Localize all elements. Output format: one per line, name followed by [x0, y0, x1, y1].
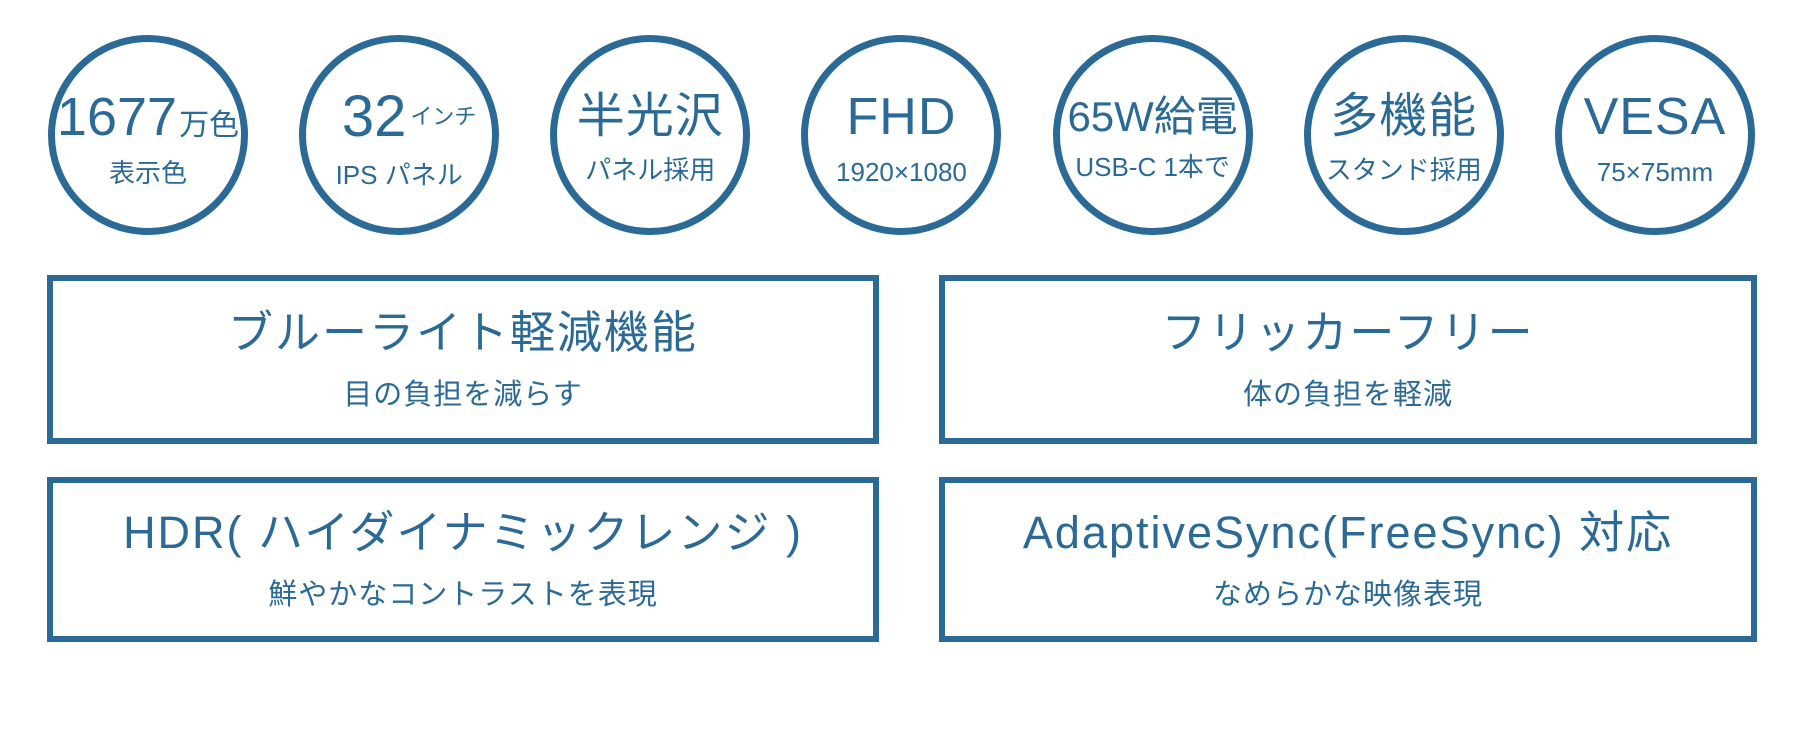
- feature-box-bluelight-title: ブルーライト軽減機能: [227, 306, 698, 358]
- badge-resolution-main: FHD: [847, 91, 957, 143]
- feature-box-adaptivesync-title: AdaptiveSync(FreeSync) 対応: [1022, 506, 1674, 558]
- badge-vesa-main: VESA: [1584, 91, 1727, 143]
- badge-display-colors: 1677 万色 表示色: [48, 35, 248, 235]
- badge-usb-power-sub: USB-C 1本で: [1075, 152, 1230, 182]
- badge-display-colors-unit: 万色: [179, 109, 240, 142]
- badge-screen-size-value: 32: [341, 84, 407, 149]
- badge-screen-size-unit: インチ: [410, 103, 477, 129]
- badge-panel-finish-main: 半光沢: [577, 93, 724, 141]
- badge-vesa: VESA 75×75mm: [1554, 35, 1755, 235]
- badge-usb-power-main: 65W給電: [1067, 96, 1237, 138]
- feature-box-hdr-subtitle: 鮮やかなコントラストを表現: [268, 578, 658, 611]
- badge-vesa-sub: 75×75mm: [1596, 157, 1714, 187]
- badge-usb-power-value: 65W給電: [1067, 93, 1238, 140]
- badge-stand-value: 多機能: [1330, 90, 1478, 143]
- feature-box-flickerfree-subtitle: 体の負担を軽減: [1242, 378, 1453, 411]
- badge-resolution-value: FHD: [846, 88, 957, 146]
- badge-resolution-sub: 1920×1080: [836, 157, 967, 187]
- badge-screen-size: 32 インチ IPS パネル: [299, 35, 500, 235]
- feature-box-hdr: HDR( ハイダイナミックレンジ ) 鮮やかなコントラストを表現: [47, 477, 879, 642]
- feature-box-bluelight-subtitle: 目の負担を減らす: [343, 378, 583, 411]
- feature-box-flickerfree-title: フリッカーフリー: [1161, 306, 1535, 358]
- badge-display-colors-sub: 表示色: [108, 158, 187, 188]
- badge-vesa-value: VESA: [1583, 88, 1727, 146]
- feature-box-flickerfree: フリッカーフリー 体の負担を軽減: [939, 275, 1757, 444]
- feature-boxes-grid: ブルーライト軽減機能 目の負担を減らす フリッカーフリー 体の負担を軽減 HDR…: [47, 275, 1757, 642]
- feature-box-adaptivesync-subtitle: なめらかな映像表現: [1212, 578, 1483, 611]
- badge-screen-size-main: 32 インチ: [341, 84, 477, 149]
- feature-box-bluelight: ブルーライト軽減機能 目の負担を減らす: [47, 275, 879, 444]
- badge-stand-sub: スタンド採用: [1325, 155, 1482, 185]
- badge-panel-finish-value: 半光沢: [576, 90, 724, 143]
- badge-panel-finish-sub: パネル採用: [585, 155, 716, 185]
- badge-stand: 多機能 スタンド採用: [1303, 35, 1504, 235]
- badge-panel-finish: 半光沢 パネル採用: [550, 35, 751, 235]
- badge-resolution: FHD 1920×1080: [801, 35, 1002, 235]
- badge-display-colors-value: 1677: [56, 87, 178, 147]
- badge-screen-size-sub: IPS パネル: [335, 160, 463, 190]
- badge-usb-power: 65W給電 USB-C 1本で: [1052, 35, 1253, 235]
- feature-box-adaptivesync: AdaptiveSync(FreeSync) 対応 なめらかな映像表現: [939, 477, 1757, 642]
- feature-box-hdr-title: HDR( ハイダイナミックレンジ ): [123, 506, 803, 558]
- badge-stand-main: 多機能: [1330, 93, 1477, 141]
- badge-display-colors-main: 1677 万色: [57, 90, 239, 144]
- feature-badges-row: 1677 万色 表示色 32 インチ IPS パネル 半光沢 パネル採用 FHD…: [48, 35, 1755, 235]
